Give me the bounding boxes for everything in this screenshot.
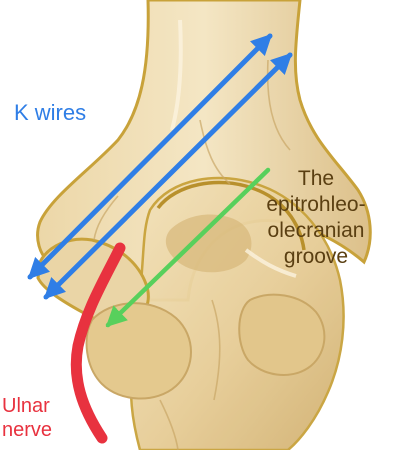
groove-label-line-2: epitrohleo- <box>246 192 386 218</box>
ulnar-nerve-label-line-1: Ulnar <box>2 394 52 418</box>
groove-label-line-1: The <box>246 166 386 192</box>
groove-label: The epitrohleo- olecranian groove <box>246 166 386 270</box>
groove-label-line-4: groove <box>246 244 386 270</box>
ulnar-nerve-label: Ulnar nerve <box>2 394 52 442</box>
radial-head <box>239 295 324 375</box>
groove-label-line-3: olecranian <box>246 218 386 244</box>
ulnar-nerve-label-line-2: nerve <box>2 418 52 442</box>
trochlea <box>87 303 191 398</box>
k-wires-label: K wires <box>14 100 86 126</box>
